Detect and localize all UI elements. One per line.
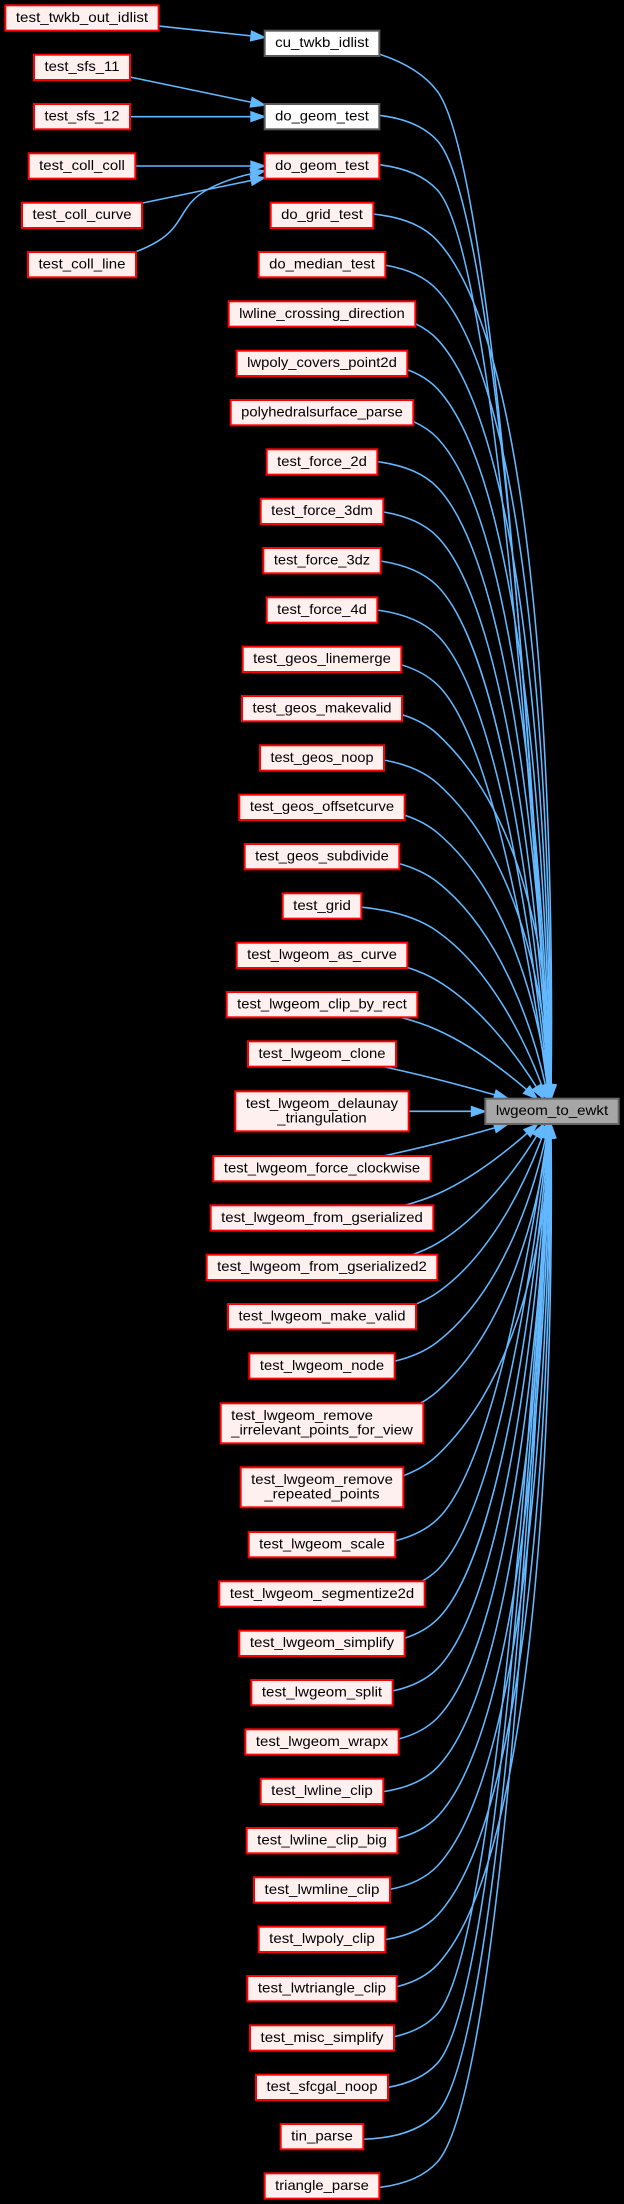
- svg-text:test_lwpoly_clip: test_lwpoly_clip: [269, 1930, 375, 1946]
- svg-text:test_sfs_12: test_sfs_12: [45, 108, 120, 124]
- svg-text:test_force_2d: test_force_2d: [277, 453, 367, 469]
- svg-text:test_geos_offsetcurve: test_geos_offsetcurve: [250, 798, 395, 814]
- svg-text:test_lwgeom_simplify: test_lwgeom_simplify: [250, 1634, 394, 1650]
- svg-text:test_lwgeom_remove: test_lwgeom_remove: [231, 1407, 373, 1423]
- svg-text:test_lwgeom_clip_by_rect: test_lwgeom_clip_by_rect: [237, 996, 407, 1012]
- svg-text:test_twkb_out_idlist: test_twkb_out_idlist: [16, 9, 148, 25]
- svg-text:test_force_3dm: test_force_3dm: [271, 502, 373, 518]
- svg-text:test_lwgeom_from_gserialized: test_lwgeom_from_gserialized: [221, 1209, 423, 1225]
- svg-text:test_force_3dz: test_force_3dz: [274, 552, 370, 568]
- svg-text:tin_parse: tin_parse: [291, 2128, 353, 2144]
- svg-text:test_geos_noop: test_geos_noop: [271, 749, 374, 765]
- svg-text:test_lwgeom_from_gserialized2: test_lwgeom_from_gserialized2: [217, 1258, 427, 1274]
- svg-text:test_lwgeom_force_clockwise: test_lwgeom_force_clockwise: [224, 1160, 421, 1176]
- svg-text:lwgeom_to_ewkt: lwgeom_to_ewkt: [496, 1102, 608, 1118]
- svg-text:test_misc_simplify: test_misc_simplify: [261, 2029, 384, 2045]
- svg-text:polyhedralsurface_parse: polyhedralsurface_parse: [241, 404, 403, 420]
- svg-text:test_lwmline_clip: test_lwmline_clip: [265, 1881, 380, 1897]
- svg-text:test_lwgeom_split: test_lwgeom_split: [262, 1684, 382, 1700]
- svg-text:_repeated_points: _repeated_points: [263, 1486, 379, 1502]
- svg-text:do_median_test: do_median_test: [269, 256, 375, 272]
- svg-text:test_lwgeom_clone: test_lwgeom_clone: [259, 1045, 386, 1061]
- svg-text:test_coll_line: test_coll_line: [39, 256, 126, 272]
- svg-text:do_grid_test: do_grid_test: [281, 206, 363, 222]
- svg-text:test_geos_makevalid: test_geos_makevalid: [253, 700, 392, 716]
- svg-text:test_coll_curve: test_coll_curve: [33, 206, 132, 222]
- svg-text:test_grid: test_grid: [293, 897, 351, 913]
- svg-text:test_lwgeom_as_curve: test_lwgeom_as_curve: [247, 946, 397, 962]
- svg-text:test_sfcgal_noop: test_sfcgal_noop: [267, 2078, 378, 2094]
- svg-text:do_geom_test: do_geom_test: [275, 157, 369, 173]
- svg-text:_irrelevant_points_for_view: _irrelevant_points_for_view: [230, 1422, 414, 1438]
- svg-text:test_lwgeom_wrapx: test_lwgeom_wrapx: [256, 1733, 388, 1749]
- svg-text:test_lwline_clip: test_lwline_clip: [271, 1782, 373, 1798]
- svg-text:lwpoly_covers_point2d: lwpoly_covers_point2d: [247, 354, 397, 370]
- svg-text:triangle_parse: triangle_parse: [275, 2177, 369, 2193]
- svg-text:test_lwgeom_scale: test_lwgeom_scale: [259, 1536, 385, 1552]
- svg-text:test_lwgeom_node: test_lwgeom_node: [260, 1357, 385, 1373]
- svg-text:test_lwgeom_remove: test_lwgeom_remove: [251, 1471, 393, 1487]
- svg-text:test_lwgeom_make_valid: test_lwgeom_make_valid: [239, 1308, 406, 1324]
- svg-text:test_coll_coll: test_coll_coll: [39, 157, 125, 173]
- svg-text:_triangulation: _triangulation: [276, 1110, 366, 1126]
- svg-text:test_lwline_clip_big: test_lwline_clip_big: [257, 1832, 387, 1848]
- svg-text:do_geom_test: do_geom_test: [275, 108, 369, 124]
- svg-text:test_geos_linemerge: test_geos_linemerge: [253, 650, 391, 666]
- svg-text:test_force_4d: test_force_4d: [277, 601, 367, 617]
- svg-text:cu_twkb_idlist: cu_twkb_idlist: [275, 34, 369, 50]
- svg-text:lwline_crossing_direction: lwline_crossing_direction: [239, 305, 405, 321]
- svg-text:test_lwtriangle_clip: test_lwtriangle_clip: [258, 1980, 387, 1996]
- svg-text:test_sfs_11: test_sfs_11: [45, 58, 120, 74]
- svg-text:test_geos_subdivide: test_geos_subdivide: [255, 848, 389, 864]
- svg-text:test_lwgeom_segmentize2d: test_lwgeom_segmentize2d: [230, 1585, 414, 1601]
- svg-text:test_lwgeom_delaunay: test_lwgeom_delaunay: [246, 1095, 398, 1111]
